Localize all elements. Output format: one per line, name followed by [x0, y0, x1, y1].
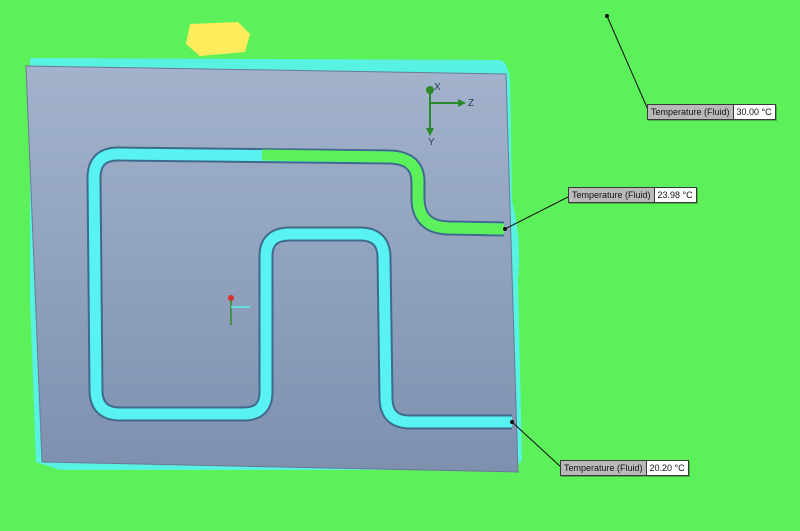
flow-channel-warm-segment	[261, 149, 505, 235]
probe-label-name: Temperature (Fluid)	[569, 188, 655, 202]
hot-spot-region	[186, 22, 250, 56]
probe-label-3[interactable]: Temperature (Fluid) 20.20 °C	[560, 460, 689, 476]
probe-point-1	[605, 14, 609, 18]
probe-leader-1	[606, 15, 650, 113]
probe-point-2	[503, 227, 507, 231]
triad-y-label: Y	[428, 137, 435, 148]
probe-label-value: 30.00 °C	[733, 105, 775, 119]
probe-label-value: 20.20 °C	[646, 461, 688, 475]
triad-z-label: Z	[468, 98, 474, 109]
probe-label-name: Temperature (Fluid)	[648, 105, 734, 119]
probe-leader-2	[504, 195, 571, 230]
probe-leader-3	[511, 421, 563, 469]
coordinate-triad: X Z Y	[426, 82, 474, 148]
origin-marker	[228, 295, 250, 325]
probe-label-1[interactable]: Temperature (Fluid) 30.00 °C	[647, 104, 776, 120]
probe-point-3	[510, 420, 514, 424]
triad-x-label: X	[434, 82, 441, 93]
probe-label-2[interactable]: Temperature (Fluid) 23.98 °C	[568, 187, 697, 203]
probe-label-name: Temperature (Fluid)	[561, 461, 647, 475]
probe-label-value: 23.98 °C	[654, 188, 696, 202]
